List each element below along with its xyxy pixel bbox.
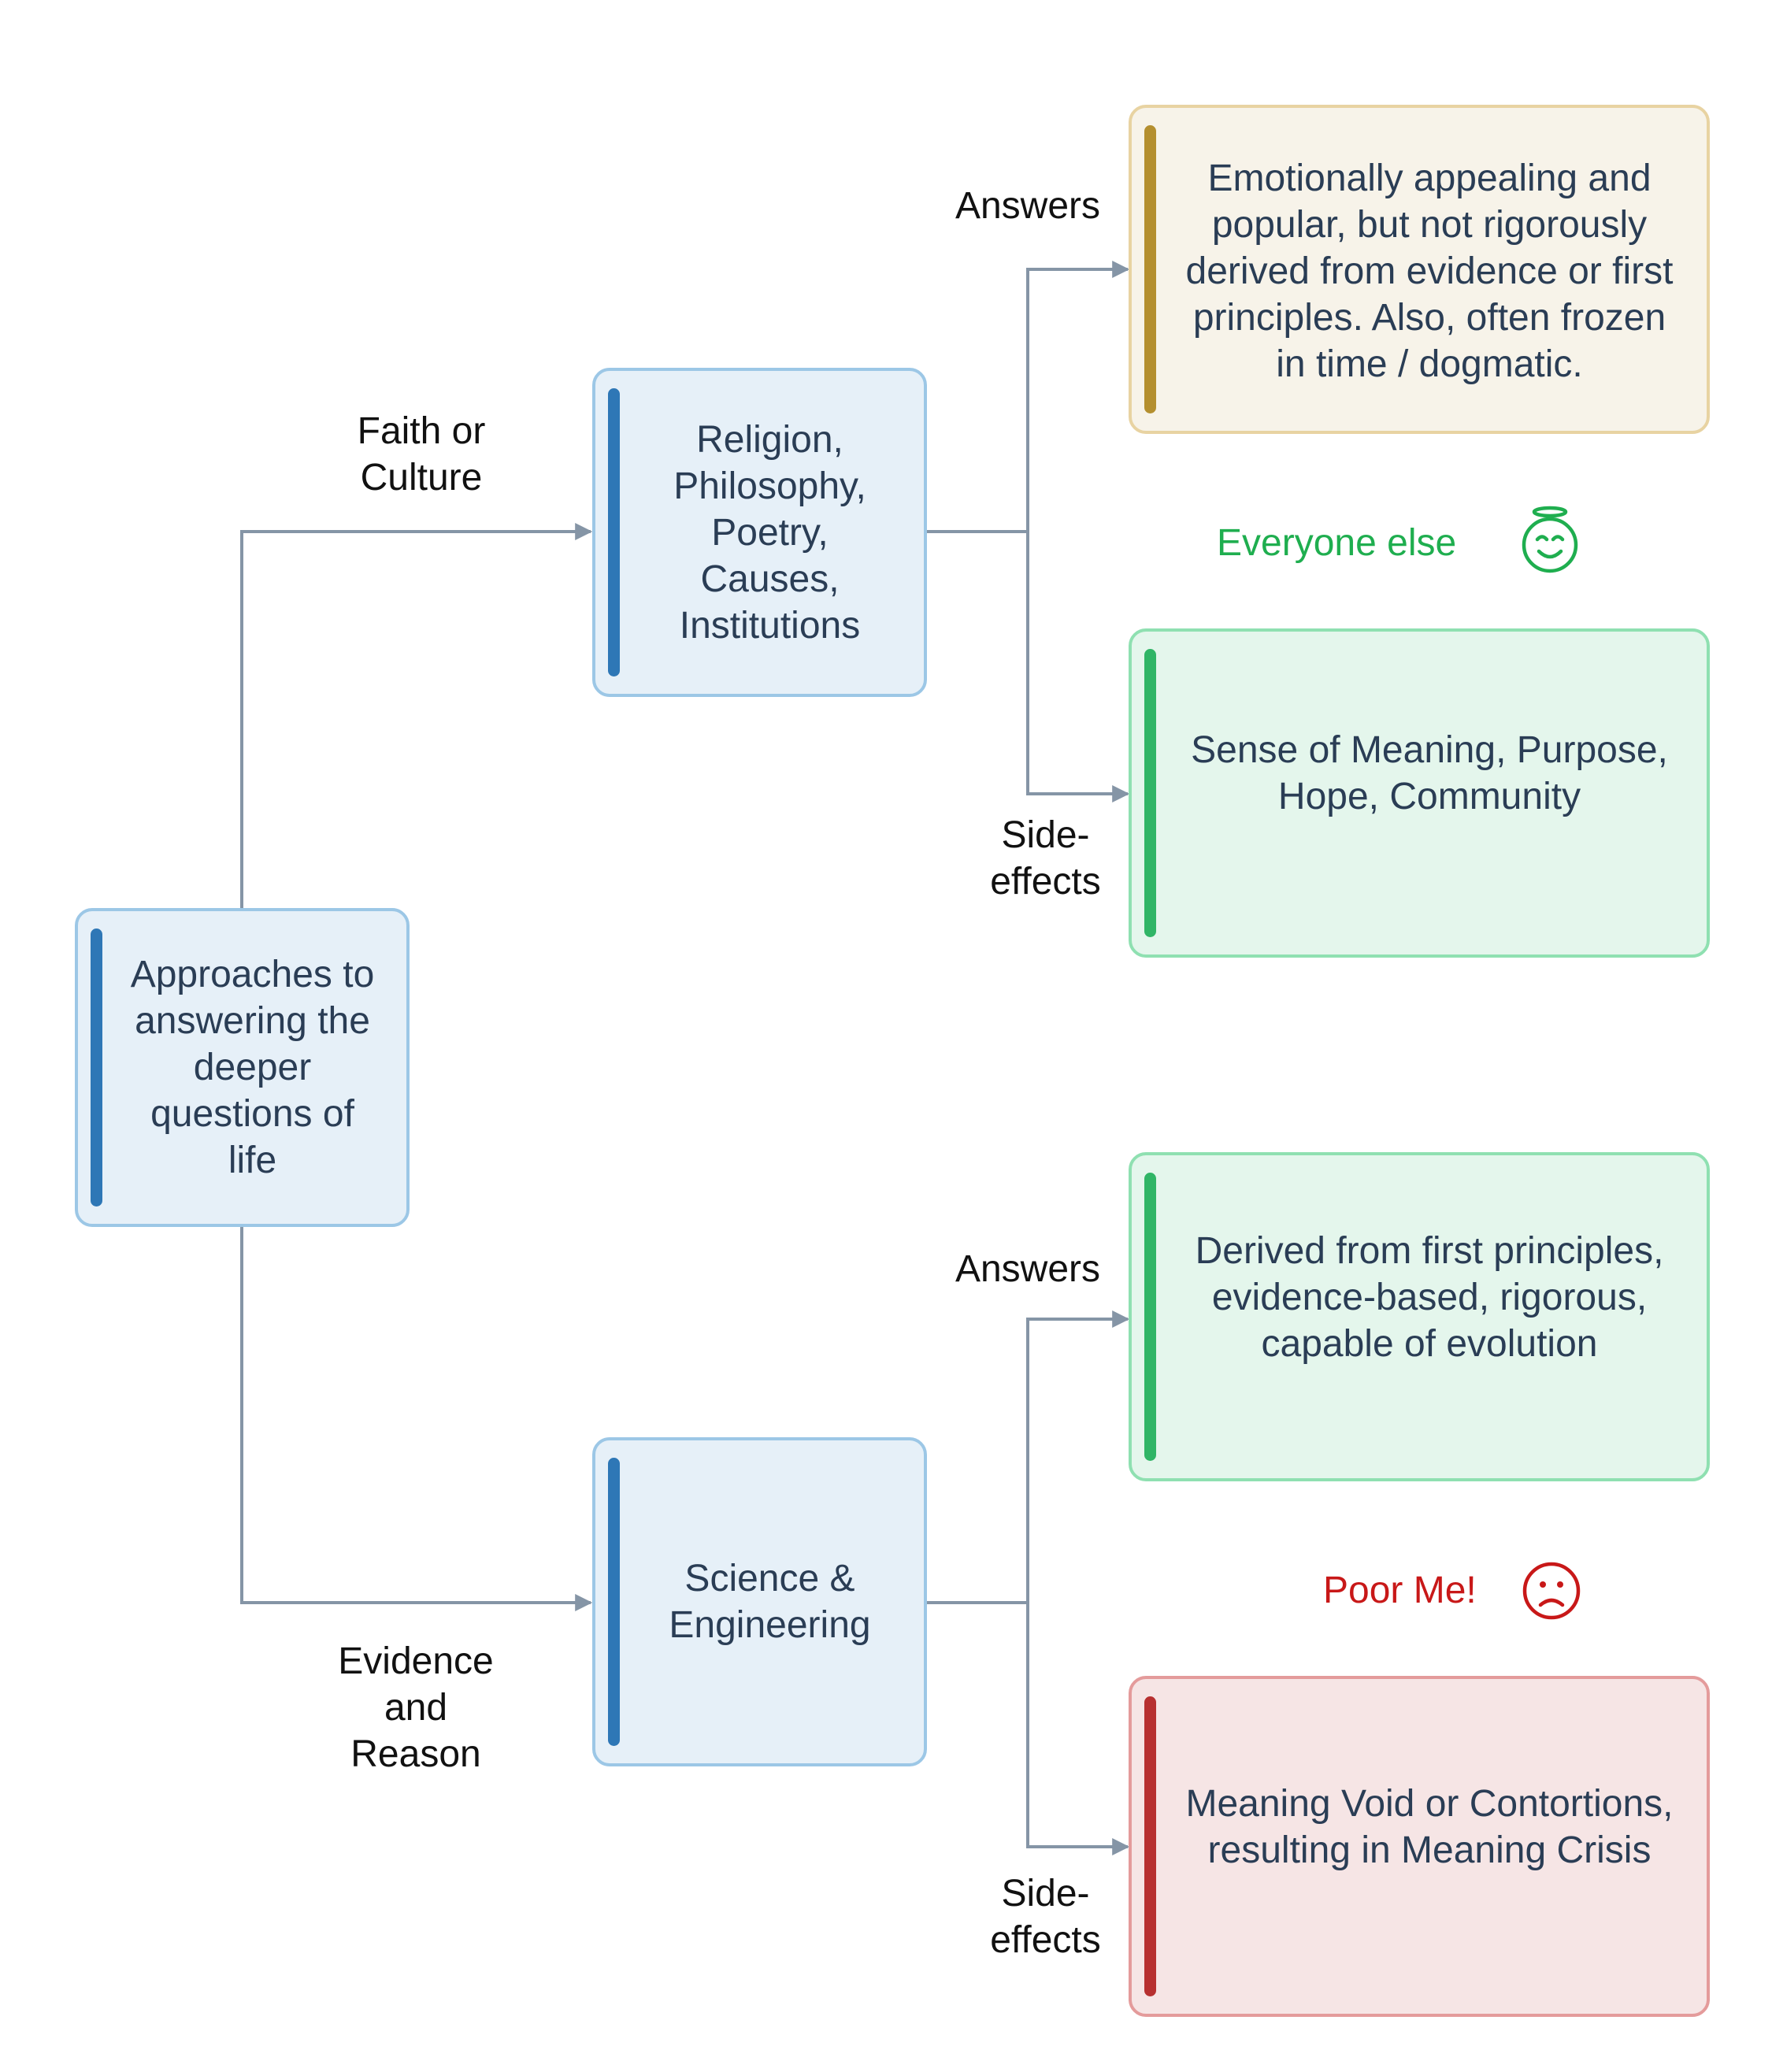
connector-root-to-faith bbox=[240, 523, 593, 910]
evidence-side-effects-label: Side- effects bbox=[990, 1873, 1101, 1961]
everyone-else-label: Everyone else bbox=[1217, 522, 1457, 564]
evidence-side-effects-accent-bar bbox=[1144, 1696, 1156, 1996]
root-node: Approaches to answering the deeper quest… bbox=[75, 908, 410, 1227]
faith-answers-accent-bar bbox=[1144, 125, 1156, 413]
evidence-answers-label: Answers bbox=[955, 1248, 1101, 1290]
frowning-face-icon bbox=[1520, 1559, 1583, 1622]
evidence-side-effects-box: Meaning Void or Contortions, resulting i… bbox=[1129, 1676, 1710, 2017]
edge-label-faith-or-culture: Faith or Culture bbox=[357, 410, 486, 499]
poor-me-label: Poor Me! bbox=[1323, 1570, 1477, 1611]
edge-label-evidence-and-reason: Evidence and Reason bbox=[338, 1640, 494, 1775]
connector-evidence-to-answers bbox=[1026, 1310, 1130, 1603]
evidence-node: Science & Engineering bbox=[592, 1437, 927, 1766]
faith-node-accent-bar bbox=[608, 388, 620, 676]
faith-node: Religion, Philosophy, Poetry, Causes, In… bbox=[592, 368, 927, 697]
faith-answers-label: Answers bbox=[955, 185, 1101, 227]
connector-root-to-evidence bbox=[240, 1227, 593, 1611]
faith-answers-text: Emotionally appealing and popular, but n… bbox=[1185, 158, 1674, 385]
root-node-text: Approaches to answering the deeper quest… bbox=[130, 954, 375, 1181]
connector-faith-to-side-effects bbox=[1026, 532, 1130, 802]
evidence-side-effects-text: Meaning Void or Contortions, resulting i… bbox=[1185, 1782, 1674, 1871]
root-node-accent-bar bbox=[91, 929, 102, 1207]
faith-side-effects-text: Sense of Meaning, Purpose, Hope, Communi… bbox=[1191, 729, 1668, 817]
faith-node-text: Religion, Philosophy, Poetry, Causes, In… bbox=[673, 418, 866, 647]
connector-faith-to-answers bbox=[1026, 261, 1130, 532]
evidence-answers-box: Derived from first principles, evidence-… bbox=[1129, 1152, 1710, 1481]
evidence-node-text: Science & Engineering bbox=[669, 1558, 871, 1646]
faith-side-effects-accent-bar bbox=[1144, 649, 1156, 937]
connector-evidence-to-side-effects bbox=[1026, 1603, 1130, 1855]
faith-answers-box: Emotionally appealing and popular, but n… bbox=[1129, 105, 1710, 434]
faith-side-effects-label: Side- effects bbox=[990, 814, 1101, 903]
smiling-face-with-halo-icon bbox=[1518, 504, 1581, 575]
evidence-node-accent-bar bbox=[608, 1458, 620, 1746]
faith-side-effects-box: Sense of Meaning, Purpose, Hope, Communi… bbox=[1129, 628, 1710, 958]
evidence-answers-accent-bar bbox=[1144, 1173, 1156, 1461]
evidence-answers-text: Derived from first principles, evidence-… bbox=[1195, 1229, 1664, 1365]
